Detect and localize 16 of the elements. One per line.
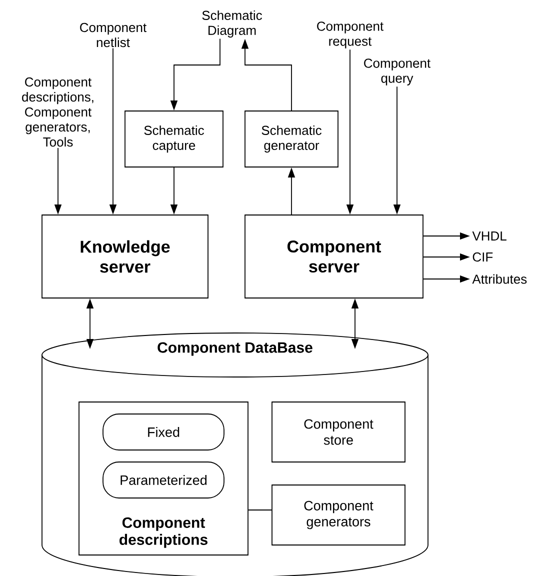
generator-box: Component generators — [272, 484, 406, 546]
output-label: Schematic Diagram — [202, 10, 262, 38]
server-box: Knowledge server — [42, 214, 208, 298]
process-box: Schematic capture — [124, 110, 224, 168]
store-box: Component store — [272, 402, 406, 462]
output-label: VHDL — [472, 232, 506, 240]
process-box: Schematic generator — [244, 110, 338, 168]
output-label: Attributes — [472, 274, 527, 284]
output-label: CIF — [472, 252, 493, 262]
rounded-box: Parameterized — [102, 462, 224, 498]
server-box: Component server — [244, 214, 424, 298]
rounded-box: Fixed — [102, 414, 224, 450]
input-label: Component query — [364, 58, 430, 86]
input-label: Component netlist — [80, 22, 146, 48]
input-label: Component descriptions, Component generators, Tools — [22, 77, 94, 147]
input-label: Component request — [317, 22, 384, 48]
